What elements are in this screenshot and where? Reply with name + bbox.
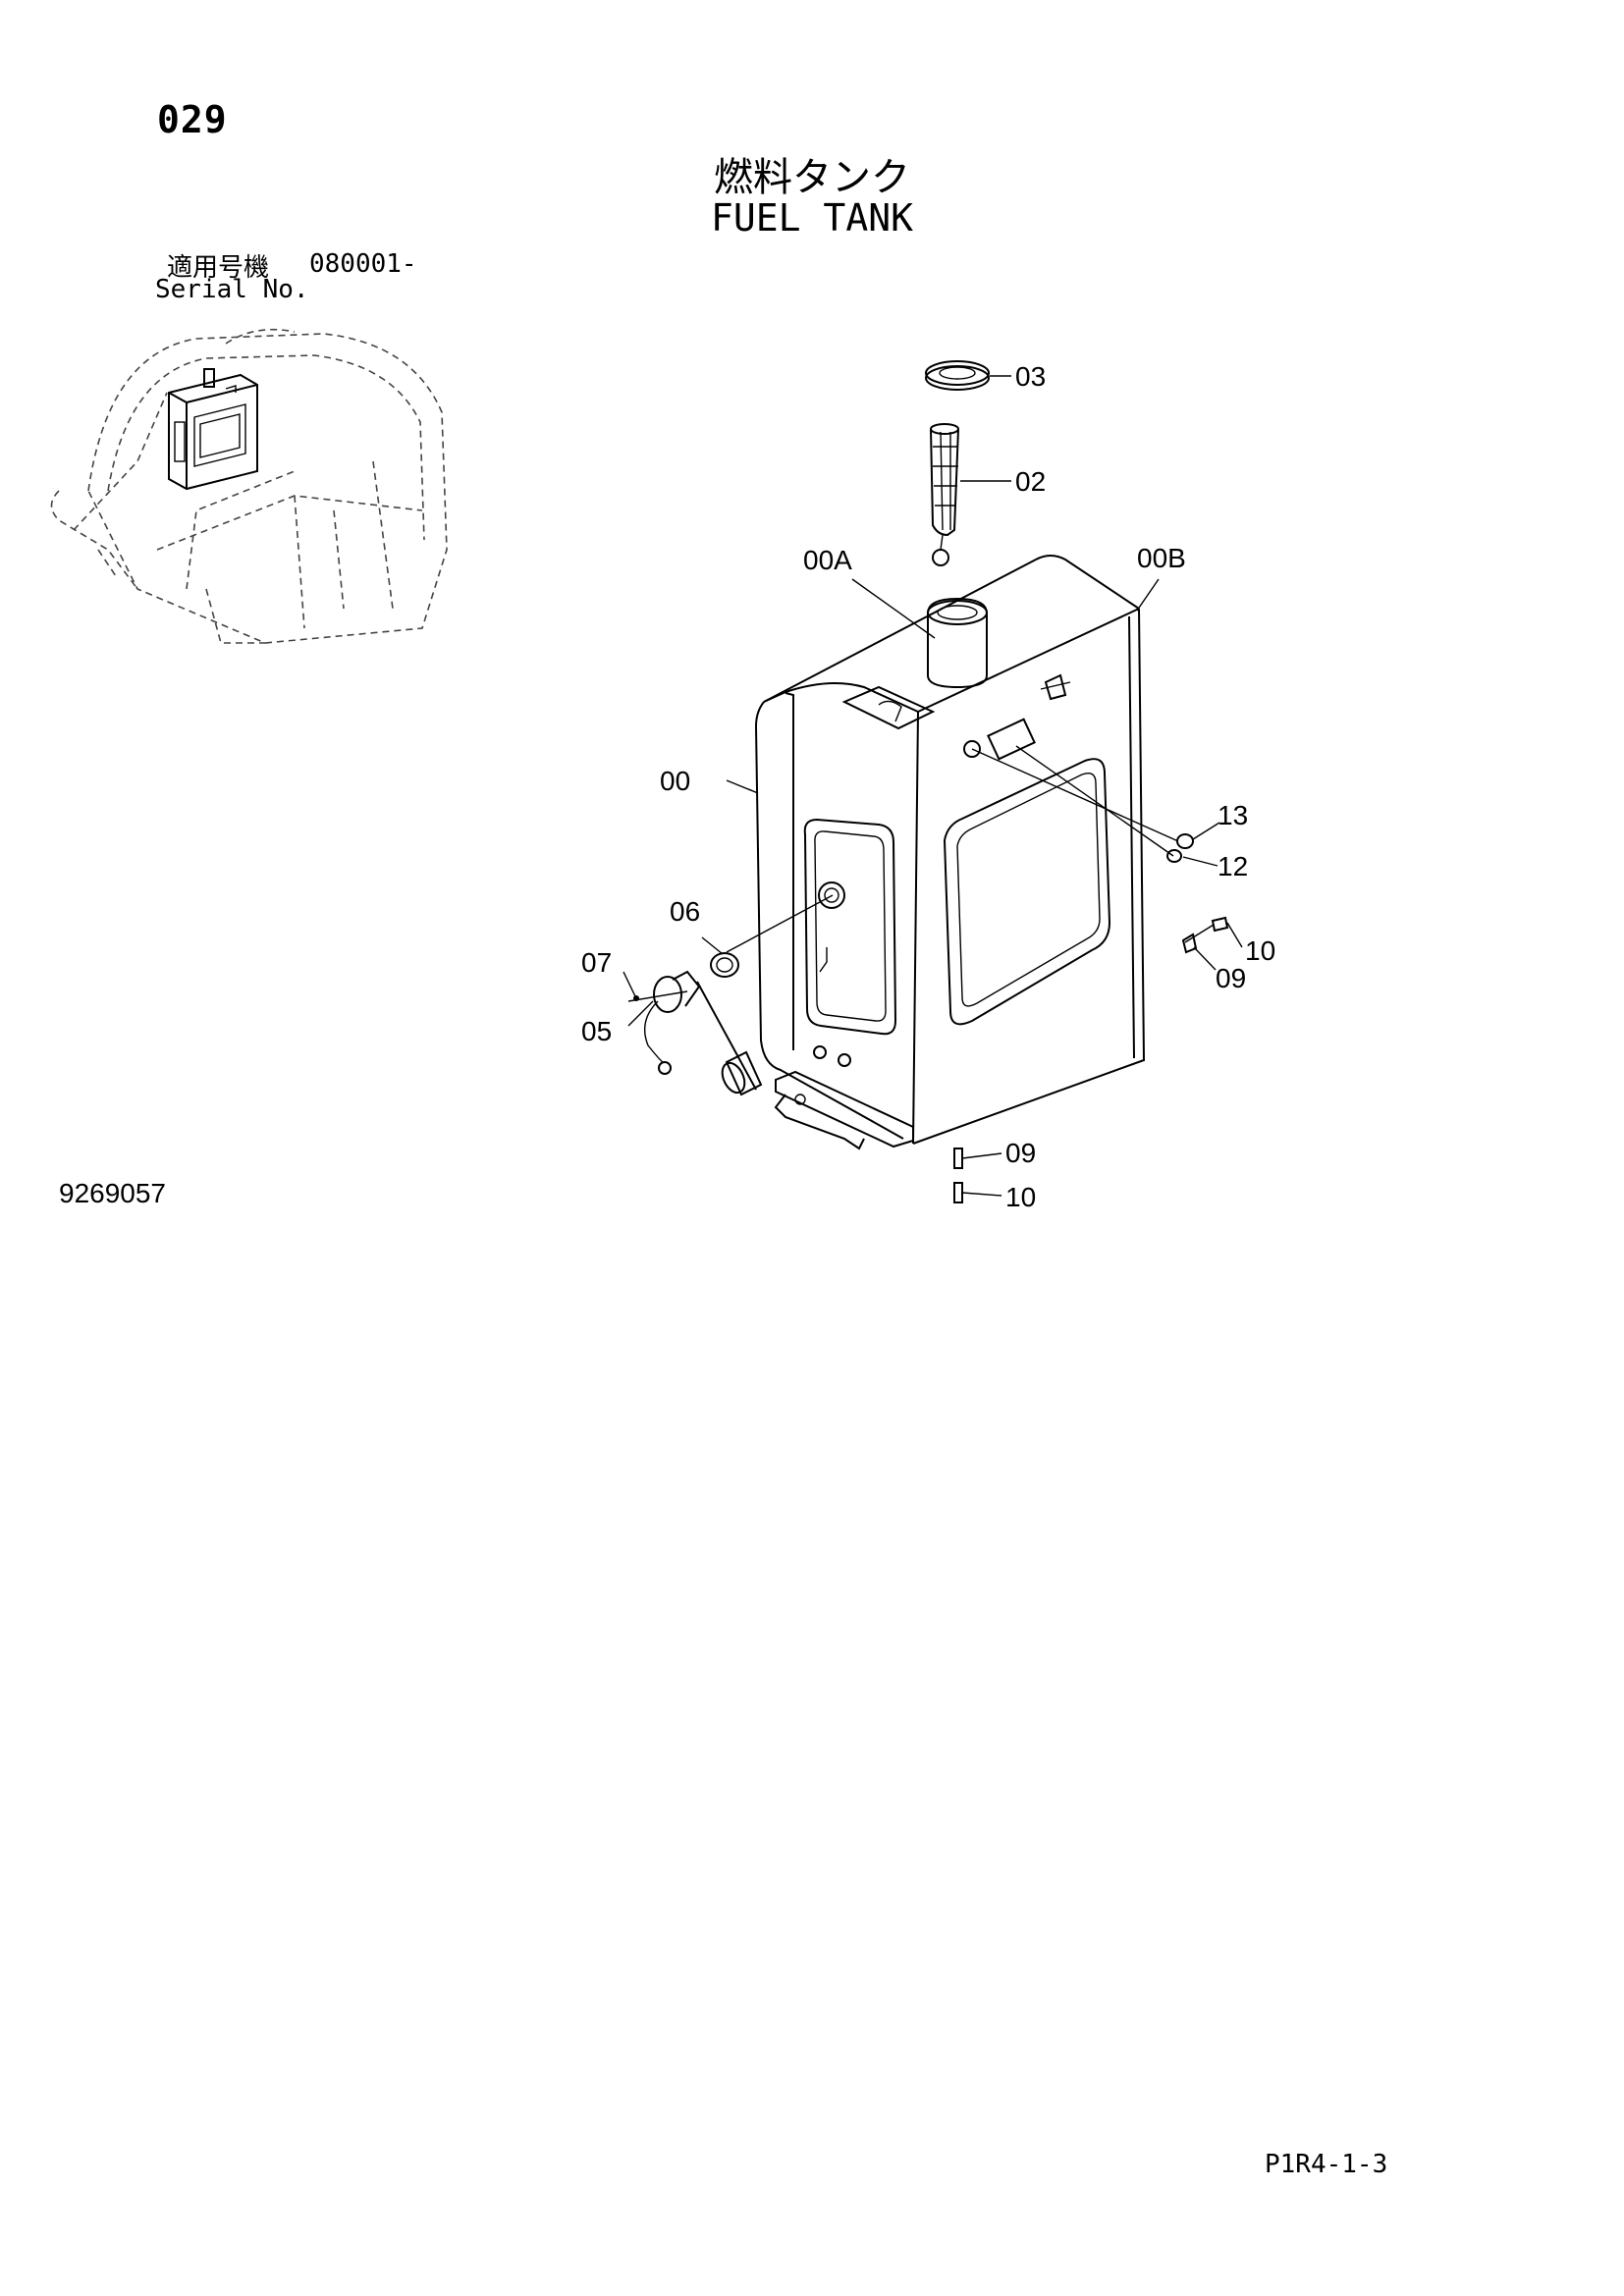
locator-machine-outline — [50, 328, 448, 644]
callout-10-right: 10 — [1245, 935, 1275, 966]
callout-00a: 00A — [803, 545, 852, 575]
page-title-english: FUEL TANK — [711, 196, 913, 240]
serial-label-japanese: 適用号機 — [167, 253, 270, 283]
page-title-japanese: 燃料タンク — [714, 155, 910, 200]
part-09-10-drain-bottom — [953, 1148, 963, 1203]
page-number: 029 — [157, 98, 228, 141]
leader-lines — [623, 375, 1243, 1197]
part-03-cap — [925, 360, 990, 391]
callout-07: 07 — [581, 947, 612, 978]
serial-label-english: Serial No. — [155, 275, 309, 304]
callout-09-bottom: 09 — [1005, 1138, 1036, 1168]
callout-12: 12 — [1218, 851, 1248, 881]
part-09-10-drain-right — [1181, 916, 1229, 954]
callout-00b: 00B — [1137, 543, 1186, 573]
callout-02: 02 — [1015, 466, 1046, 497]
callout-03: 03 — [1015, 361, 1046, 392]
callout-06: 06 — [670, 896, 700, 927]
callout-10-bottom: 10 — [1005, 1182, 1036, 1212]
callout-00: 00 — [660, 766, 690, 796]
callout-09-right: 09 — [1216, 963, 1246, 993]
drawing-code: 9269057 — [59, 1178, 167, 1208]
callout-13: 13 — [1218, 800, 1248, 830]
part-06-gasket — [710, 952, 739, 978]
fuel-tank-body — [754, 555, 1146, 1150]
part-05-level-gauge — [644, 970, 763, 1096]
locator-fuel-tank — [168, 368, 258, 491]
part-02-strainer — [930, 423, 959, 566]
sheet-code: P1R4-1-3 — [1265, 2150, 1388, 2179]
callout-05: 05 — [581, 1016, 612, 1046]
explode-lines — [627, 745, 1215, 1002]
serial-number: 080001- — [309, 249, 417, 279]
